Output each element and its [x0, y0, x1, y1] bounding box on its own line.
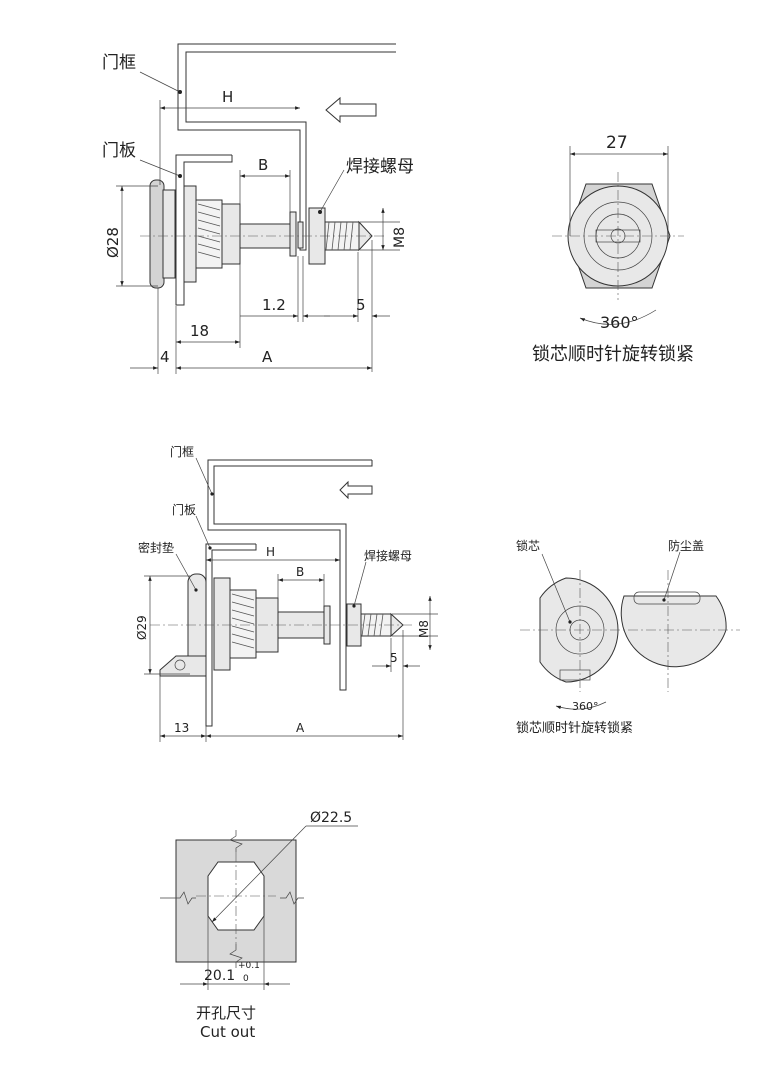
label-dust-cover: 防尘盖 — [668, 538, 704, 553]
dim-dia-label-3: Ø22.5 — [310, 810, 352, 826]
door-frame-profile-2 — [207, 459, 373, 691]
break-line-bottom — [229, 944, 243, 968]
rotation-arrow-2 — [555, 701, 607, 710]
lock-face-notch — [559, 669, 591, 681]
dust-cover — [620, 595, 727, 668]
rotation-caption-2: 锁芯顺时针旋转锁紧 — [516, 720, 633, 736]
side-view-2: 门框 门板 密封垫 焊接螺母 H B Ø29 M8 5 — [135, 444, 438, 742]
label-door-frame-2: 门框 — [170, 444, 194, 459]
dim-m8-label-2: M8 — [417, 620, 431, 638]
insert-direction-arrow-2 — [339, 480, 373, 500]
lock-flange — [162, 189, 176, 279]
side-view-1: 门框 门板 焊接螺母 H B Ø28 M8 1.2 — [102, 43, 414, 374]
dim-dia-line-3 — [211, 825, 307, 923]
cutout-title-en: Cut out — [200, 1023, 255, 1041]
dim-4-label: 4 — [160, 348, 170, 366]
front-view-2: 锁芯 防尘盖 360° 锁芯顺时针旋转锁紧 — [516, 538, 740, 736]
washer — [289, 211, 297, 257]
tolerance-lower: 0 — [243, 974, 249, 984]
lock-body-end — [221, 203, 241, 265]
dim-h-label-2: H — [266, 545, 275, 559]
latch-plate — [297, 221, 304, 249]
rotation-caption: 锁芯顺时针旋转锁紧 — [532, 344, 694, 365]
dim-13-label: 13 — [174, 721, 189, 735]
lock-thread-lines-2 — [231, 593, 255, 649]
insert-direction-arrow — [325, 96, 377, 124]
leader-dot-weld-nut — [318, 210, 322, 214]
dim-27-label: 27 — [606, 133, 628, 153]
lock-thread-lines — [197, 203, 221, 259]
label-weld-nut: 焊接螺母 — [346, 157, 414, 177]
dim-dia-label-2: Ø29 — [135, 615, 149, 640]
cutout-title-cn: 开孔尺寸 — [196, 1004, 256, 1022]
dim-5-label: 5 — [356, 296, 366, 314]
dim-5-label-2: 5 — [390, 651, 398, 665]
dim-18-label: 18 — [190, 322, 209, 340]
leader-door-frame — [139, 71, 181, 93]
dim-m8-label: M8 — [392, 227, 408, 248]
door-panel-profile-2 — [205, 543, 257, 727]
angle-label: 360° — [600, 313, 639, 332]
leader-dot-door-frame — [178, 90, 182, 94]
angle-label-2: 360° — [572, 700, 599, 713]
label-lock-core: 锁芯 — [516, 538, 540, 553]
label-weld-nut-2: 焊接螺母 — [364, 548, 412, 563]
cutout-view: Ø22.5 20.1 +0.1 0 开孔尺寸 Cut out — [160, 810, 358, 1041]
label-seal: 密封垫 — [138, 540, 174, 555]
break-line-top — [229, 830, 243, 852]
break-line-left — [160, 891, 196, 905]
label-door-panel-2: 门板 — [172, 502, 196, 517]
dim-b-label-2: B — [296, 565, 304, 579]
dim-a-label-2: A — [296, 721, 305, 735]
dust-cover-hinge — [159, 655, 207, 677]
dim-b-label: B — [258, 156, 268, 174]
label-door-frame: 门框 — [102, 53, 136, 73]
door-panel-profile — [175, 154, 233, 306]
lock-hex-nut-2 — [213, 577, 231, 671]
dim-1-2-label: 1.2 — [262, 296, 286, 314]
dim-h-label: H — [222, 88, 233, 106]
lock-hex-nut — [183, 185, 197, 283]
break-line-right — [280, 891, 304, 905]
leader-dot-door-panel — [178, 174, 182, 178]
front-view-1: 27 360° 锁芯顺时针旋转锁紧 — [532, 133, 694, 365]
dim-width-label: 20.1 — [204, 968, 235, 984]
lock-bezel — [149, 179, 165, 289]
cam-shaft — [239, 223, 291, 249]
dim-a-label: A — [262, 348, 273, 366]
door-frame-profile — [177, 43, 396, 251]
tolerance-upper: +0.1 — [238, 961, 260, 971]
leader-weld-nut — [319, 169, 345, 213]
dim-dia-label: Ø28 — [104, 227, 122, 258]
rotation-arrow — [579, 309, 657, 325]
lock-thread-body-2 — [229, 589, 257, 659]
label-door-panel: 门板 — [102, 141, 136, 161]
